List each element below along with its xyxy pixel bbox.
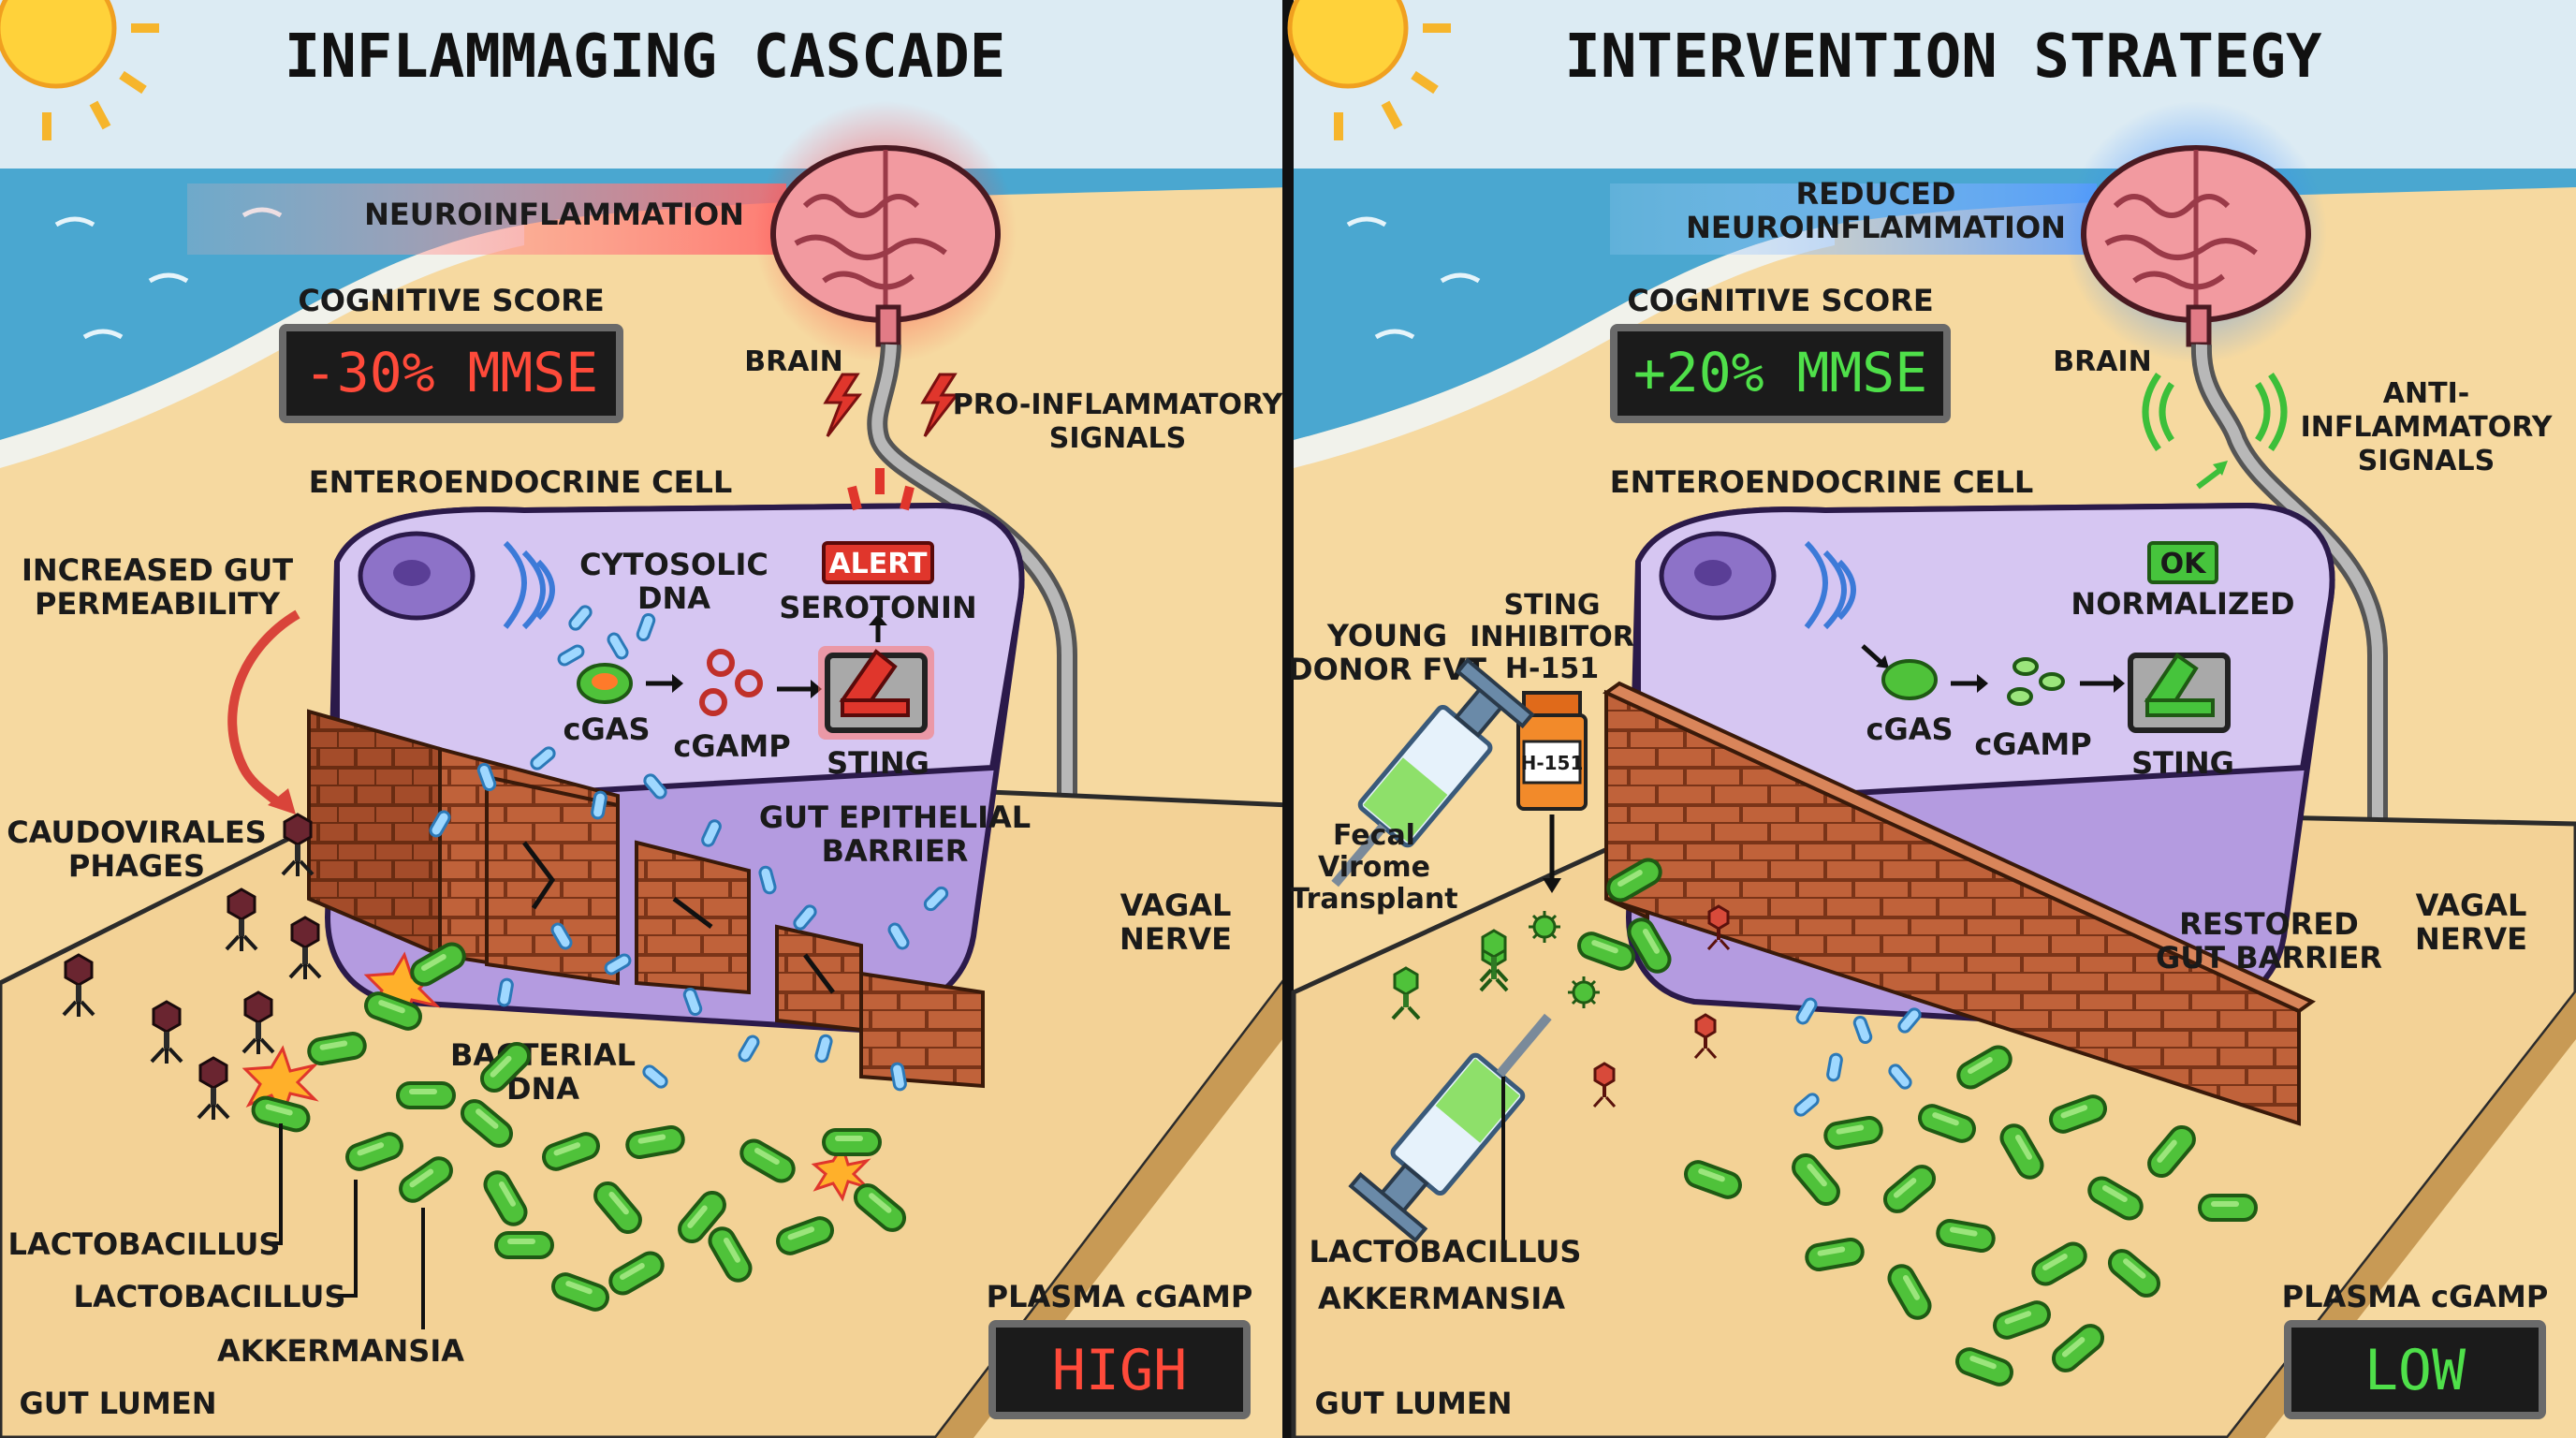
permeability-label-2: PERMEABILITY bbox=[35, 586, 281, 622]
neuroinflammation-label: NEUROINFLAMMATION bbox=[364, 197, 744, 232]
dna-label-2: DNA bbox=[506, 1071, 579, 1107]
plasma-cgamp-display bbox=[988, 1320, 1251, 1419]
gut-epithelial-barrier bbox=[307, 709, 985, 1089]
cgamp-label: cGAMP bbox=[1974, 726, 2091, 762]
ok-label: OK bbox=[2160, 548, 2208, 580]
barrier-label: BARRIER bbox=[822, 833, 969, 869]
restored-label: RESTORED bbox=[2179, 906, 2359, 942]
signals-label: SIGNALS bbox=[2358, 445, 2495, 477]
young-label: YOUNG bbox=[1326, 618, 1447, 653]
sting-inhibitor-label-2: INHIBITOR bbox=[1470, 621, 1634, 653]
right-panel: INTERVENTION STRATEGY REDUCED NEUROINFLA… bbox=[1287, 0, 2576, 1438]
brain-icon bbox=[2065, 101, 2327, 363]
cgas-icon bbox=[1881, 659, 1938, 700]
sun-icon bbox=[1287, 0, 1451, 140]
lightning-icon bbox=[823, 373, 863, 437]
transplant-label: Transplant bbox=[1290, 883, 1457, 916]
signal-wave-icon bbox=[2142, 372, 2288, 452]
neuro-band bbox=[187, 183, 786, 255]
plasma-cgamp-value: HIGH bbox=[1052, 1338, 1188, 1403]
cgas-label: cGAS bbox=[563, 712, 650, 747]
cognitive-score-label: COGNITIVE SCORE bbox=[1627, 283, 1933, 318]
syringe-icon bbox=[1348, 1013, 1552, 1243]
restored-gut-barrier bbox=[1603, 681, 2316, 1126]
sting-inhibitor-label-3: H-151 bbox=[1505, 653, 1599, 685]
plasma-cgamp-label: PLASMA cGAMP bbox=[987, 1279, 1253, 1314]
cgamp-label: cGAMP bbox=[673, 728, 790, 764]
cgamp-icon bbox=[2007, 657, 2065, 706]
pill-bottle-icon: H-151 bbox=[1516, 691, 1588, 811]
reduced-label: REDUCED bbox=[1796, 176, 1956, 212]
normalized-label: NORMALIZED bbox=[2071, 586, 2294, 622]
sky bbox=[1294, 0, 2576, 169]
permeability-label-1: INCREASED GUT bbox=[22, 552, 293, 588]
vagal-label: VAGAL bbox=[2416, 888, 2527, 923]
anti-label: ANTI- bbox=[2383, 377, 2469, 410]
panel-divider bbox=[1282, 0, 1294, 1438]
cgas-label: cGAS bbox=[1866, 712, 1953, 747]
sting-switch-icon bbox=[818, 646, 934, 740]
phages-label-2: PHAGES bbox=[68, 848, 205, 884]
cytosolic-label: CYTOSOLIC bbox=[579, 547, 768, 582]
alert-label: ALERT bbox=[828, 548, 928, 580]
cognitive-score-value: +20% MMSE bbox=[1633, 341, 1927, 404]
bottle-label: H-151 bbox=[1521, 752, 1584, 774]
akkermansia-label: AKKERMANSIA bbox=[217, 1333, 464, 1369]
cgamp-icon bbox=[699, 649, 763, 716]
arrow-icon bbox=[227, 609, 300, 809]
gut-barrier-label: GUT BARRIER bbox=[2156, 940, 2382, 976]
ok-badge bbox=[2147, 541, 2218, 584]
cognitive-score-display bbox=[279, 324, 623, 423]
gut-barrier-label: GUT EPITHELIAL bbox=[759, 800, 1031, 835]
lactobacillus-label-1: LACTOBACILLUS bbox=[8, 1226, 281, 1262]
gut-lumen-label: GUT LUMEN bbox=[20, 1386, 217, 1421]
alert-badge bbox=[822, 541, 934, 584]
enteroendocrine-cell-label: ENTEROENDOCRINE CELL bbox=[1610, 464, 2034, 500]
enteroendocrine-cell-label: ENTEROENDOCRINE CELL bbox=[309, 464, 733, 500]
dna-label: DNA bbox=[637, 580, 710, 616]
neuro-band bbox=[1610, 183, 2097, 255]
phages-label-1: CAUDOVIRALES bbox=[7, 814, 267, 850]
plasma-cgamp-value: LOW bbox=[2364, 1338, 2466, 1403]
left-panel: INFLAMMAGING CASCADE NEUROINFLAMMATION B… bbox=[0, 0, 1293, 1438]
cognitive-score-value: -30% MMSE bbox=[304, 341, 598, 404]
right-title: INTERVENTION STRATEGY bbox=[1564, 22, 2322, 92]
left-title: INFLAMMAGING CASCADE bbox=[285, 22, 1006, 92]
cognitive-score-label: COGNITIVE SCORE bbox=[298, 283, 604, 318]
fecal-label: Fecal bbox=[1333, 819, 1415, 852]
vagal-label: VAGAL bbox=[1120, 888, 1232, 923]
sting-label: STING bbox=[827, 745, 929, 781]
signals-label: SIGNALS bbox=[1049, 422, 1186, 455]
lactobacillus-label: LACTOBACILLUS bbox=[1310, 1234, 1582, 1269]
brain-label: BRAIN bbox=[2053, 345, 2151, 378]
brain-icon bbox=[754, 101, 1017, 363]
brain-label: BRAIN bbox=[744, 345, 842, 378]
sting-label: STING bbox=[2131, 745, 2234, 781]
sting-switch-icon bbox=[2128, 653, 2231, 733]
lysis-burst bbox=[242, 951, 871, 1202]
gut-lumen-label: GUT LUMEN bbox=[1315, 1386, 1513, 1421]
sun-icon bbox=[0, 0, 159, 140]
sting-inhibitor-label-1: STING bbox=[1504, 589, 1601, 622]
sky bbox=[0, 0, 1290, 169]
virome-label: Virome bbox=[1318, 851, 1430, 884]
cognitive-score-display bbox=[1610, 324, 1951, 423]
syringe-icon bbox=[1331, 657, 1535, 888]
donor-fvt-label: DONOR FVT bbox=[1288, 652, 1486, 687]
plasma-cgamp-display bbox=[2284, 1320, 2546, 1419]
nerve-label: NERVE bbox=[2415, 921, 2527, 957]
bacterial-label: BACTERIAL bbox=[450, 1037, 636, 1073]
serotonin-label: SEROTONIN bbox=[779, 590, 976, 625]
pro-inflammatory-label: PRO-INFLAMMATORY bbox=[953, 389, 1284, 421]
akkermansia-label: AKKERMANSIA bbox=[1318, 1281, 1565, 1316]
inflammatory-label: INFLAMMATORY bbox=[2301, 411, 2554, 444]
plasma-cgamp-label: PLASMA cGAMP bbox=[2282, 1279, 2549, 1314]
nerve-label: NERVE bbox=[1120, 921, 1232, 957]
neuroinflammation-label: NEUROINFLAMMATION bbox=[1686, 210, 2066, 245]
lightning-icon bbox=[920, 373, 960, 437]
lactobacillus-label-2: LACTOBACILLUS bbox=[74, 1279, 346, 1314]
